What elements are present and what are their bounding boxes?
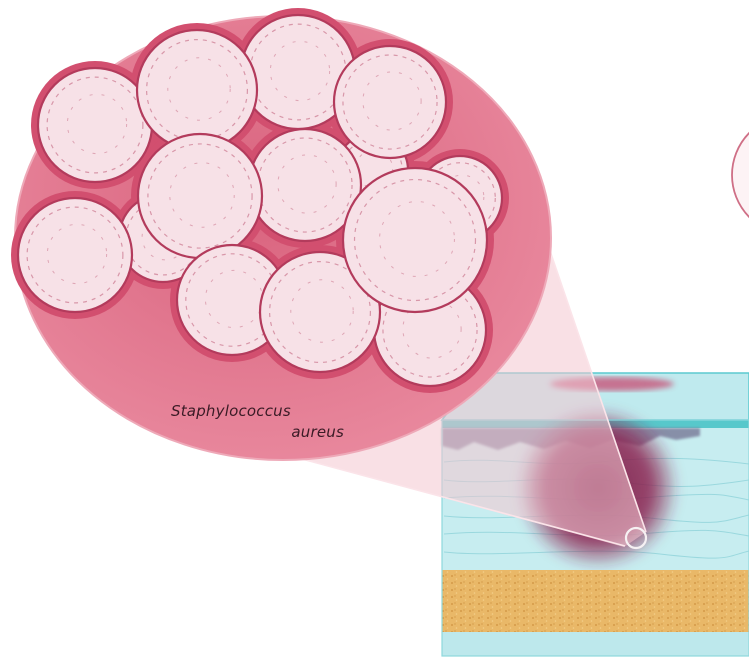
cell-wall [137, 30, 257, 150]
cell-wall [334, 46, 446, 158]
cell-wall [138, 134, 262, 258]
cell-wall [38, 68, 152, 182]
bacterium-cell [18, 198, 132, 312]
bacterium-cell [38, 68, 152, 182]
bacterium-cell [138, 134, 262, 258]
secondary-magnifier-circle [732, 115, 749, 235]
cell-wall [18, 198, 132, 312]
cell-wall [343, 168, 487, 312]
fat-layer [442, 570, 749, 632]
muscle-layer [442, 632, 749, 656]
species-label-line2: aureus [291, 423, 344, 441]
species-label-line1: Staphylococcus [171, 402, 291, 420]
bacterium-cell [334, 46, 446, 158]
bacterium-cell [137, 30, 257, 150]
bacterium-cell [343, 168, 487, 312]
